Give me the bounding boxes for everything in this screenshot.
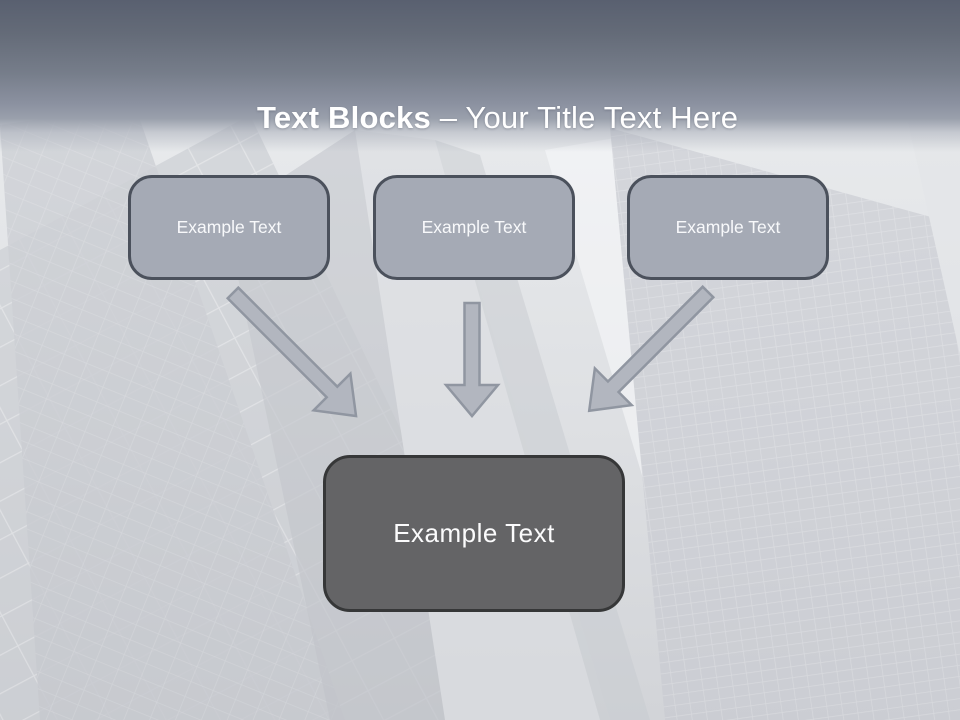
page-title: Text Blocks – Your Title Text Here xyxy=(0,52,960,135)
arrow-down-right-icon xyxy=(225,285,358,418)
header-gradient-band xyxy=(0,0,960,152)
text-block-2: Example Text xyxy=(373,175,575,280)
title-subtitle-segment: – Your Title Text Here xyxy=(430,100,739,135)
target-text-block-label: Example Text xyxy=(393,518,555,548)
text-block-3: Example Text xyxy=(627,175,829,280)
text-block-3-label: Example Text xyxy=(675,217,781,237)
arrow-down-left-icon xyxy=(587,284,716,413)
target-text-block: Example Text xyxy=(323,455,625,612)
text-block-1-label: Example Text xyxy=(176,217,282,237)
arrow-down-icon xyxy=(443,301,501,418)
title-bold-segment: Text Blocks xyxy=(257,100,431,135)
text-block-1: Example Text xyxy=(128,175,330,280)
text-block-2-label: Example Text xyxy=(421,217,527,237)
